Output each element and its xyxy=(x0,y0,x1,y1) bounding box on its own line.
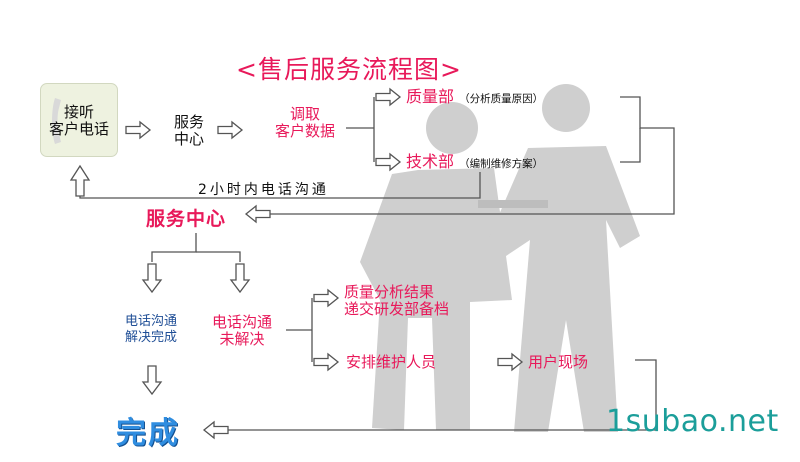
unresolved-node: 电话沟通未解决 xyxy=(198,314,286,348)
service-center-node: 服务中心 xyxy=(166,114,212,148)
watermark: 1subao.net xyxy=(606,404,779,439)
text-line: 递交研发部备档 xyxy=(344,300,450,318)
onsite-node: 用户现场 xyxy=(528,353,589,371)
page-title: <售后服务流程图> xyxy=(236,55,462,84)
text-line: 接听 xyxy=(63,103,94,121)
resolved-node: 电话沟通解决完成 xyxy=(108,314,194,346)
text-line: 电话沟通 xyxy=(124,314,177,329)
quality-dept-note: （分析质量原因） xyxy=(459,93,544,105)
service-center-main: 服务中心 xyxy=(146,208,227,230)
text-line: 电话沟通 xyxy=(211,313,272,331)
tech-dept-note: （编制维修方案） xyxy=(459,158,544,170)
text-line: 解决完成 xyxy=(124,330,177,345)
quality-dept-label: 质量部 xyxy=(406,87,455,106)
text-line: 中心 xyxy=(173,130,204,148)
text-line: 客户数据 xyxy=(274,122,335,140)
tech-dept-label: 技术部 xyxy=(406,152,455,171)
done-node: 完成 xyxy=(116,416,180,451)
answer-call-box xyxy=(40,83,118,157)
tech-dept-node: 技术部 （编制维修方案） xyxy=(406,152,543,171)
assign-staff-node: 安排维护人员 xyxy=(346,353,437,371)
fetch-data-node: 调取客户数据 xyxy=(262,106,348,140)
quality-result-node: 质量分析结果递交研发部备档 xyxy=(344,284,494,318)
answer-call-line: 接听客户电话 xyxy=(42,104,116,138)
phone-handset-icon xyxy=(52,98,61,144)
text-line: 质量分析结果 xyxy=(344,283,435,301)
text-line: 未解决 xyxy=(219,330,265,348)
text-line: 调取 xyxy=(289,105,320,123)
quality-dept-node: 质量部 （分析质量原因） xyxy=(406,87,543,106)
phone-within-2h-note: 2小时内电话沟通 xyxy=(198,182,329,198)
text-line: 客户电话 xyxy=(48,120,109,138)
text-line: 服务 xyxy=(173,113,204,131)
answer-call-label: 接听客户电话 xyxy=(42,104,116,138)
